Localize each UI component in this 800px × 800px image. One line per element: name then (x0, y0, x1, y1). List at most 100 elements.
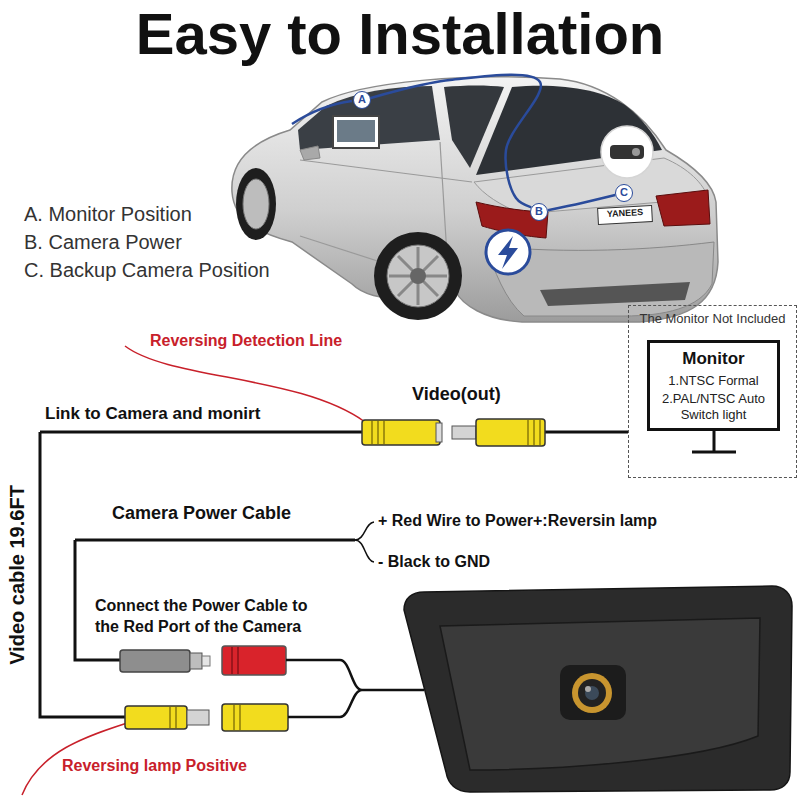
page-title: Easy to Installation (0, 2, 800, 66)
callout-letter: C (620, 186, 628, 199)
cable-length: Video cable 19.6FT (6, 485, 29, 665)
plate-text: YANEES (598, 207, 652, 220)
rca-female-yellow (222, 704, 288, 731)
rca-ridges (234, 705, 240, 730)
camera-lens-highlight (585, 686, 591, 692)
callout-letter: B (535, 205, 543, 218)
car-rim-hub (410, 268, 426, 284)
rca-ridges (372, 421, 384, 444)
power-split-black (355, 540, 374, 562)
video-out-cable (545, 431, 628, 434)
install-note: Connect the Power Cable to the Red Port … (95, 596, 325, 638)
camera-lead (286, 660, 424, 717)
car-side-skirt (300, 236, 455, 286)
license-plate (598, 206, 653, 225)
callout-circle: A (353, 91, 371, 109)
label-holder: A. Monitor Position (24, 203, 192, 226)
rca-ridges (528, 420, 540, 445)
legend-item: C. Backup Camera Position (24, 259, 270, 282)
car-taillight (656, 190, 710, 226)
car-body (232, 77, 718, 322)
rca-ridges (170, 707, 176, 728)
dc-socket-ridges (232, 647, 238, 674)
callout-circle: B (530, 203, 548, 221)
wire-note: - Black to GND (378, 553, 490, 571)
wire-note: Reversing lamp Positive (62, 757, 247, 775)
monitor-box: Monitor 1.NTSC Formal 2.PAL/NTSC Auto Swit… (647, 340, 780, 431)
rca-ring (436, 423, 442, 442)
legend-item: B. Camera Power (24, 231, 182, 254)
car-door-line (440, 142, 448, 272)
camera-lens-glass (585, 686, 599, 700)
monitor-thumbnail (333, 116, 379, 148)
label-holder: YANEES (598, 207, 652, 220)
monitor-heading: Monitor (654, 349, 773, 369)
car-trunk-lid (474, 158, 708, 214)
camera-housing (404, 586, 792, 792)
monitor-stand (684, 431, 744, 457)
monitor-stand-line (692, 431, 736, 452)
rca-male-yellow (476, 419, 545, 446)
power-cable (75, 540, 355, 660)
label-holder: - Black to GND (378, 553, 490, 571)
dc-socket-red (222, 646, 286, 675)
label-holder: Reversing Detection Line (150, 332, 342, 350)
callout-letter: A (358, 93, 366, 106)
cable-name: Link to Camera and monirt (45, 404, 260, 424)
wire-note: Reversing Detection Line (150, 332, 342, 350)
camera-recess (440, 618, 760, 770)
wire-route (292, 101, 352, 124)
label-holder: Reversing lamp Positive (62, 757, 247, 775)
title-holder: Easy to Installation (0, 2, 800, 66)
car-rear-side-window (444, 86, 504, 169)
node-text: 2.PAL/NTSC Auto Switch light (654, 391, 773, 422)
label-holder: Connect the Power Cable to the Red Port … (95, 596, 325, 638)
rca-male-yellow (125, 706, 187, 729)
label-holder: Video(out) (412, 384, 501, 405)
camera-thumbnail (610, 145, 644, 159)
car-belt-line (300, 160, 472, 182)
rca-female-yellow (362, 420, 440, 445)
car-front-wheel (236, 168, 276, 240)
dc-plug-tip (202, 656, 210, 666)
label-holder: Camera Power Cable (112, 503, 291, 524)
rca-tip-silver (187, 710, 209, 725)
camera-bubble (601, 126, 653, 178)
callout-circle: C (615, 184, 633, 202)
rca-tip-silver (452, 426, 476, 439)
car-rear-rim (387, 245, 449, 307)
monitor-area: The Monitor Not IncludedMonitor 1.NTSC Fo… (628, 305, 797, 478)
car-lower-grille (540, 282, 690, 306)
car-mirror (300, 146, 320, 160)
power-icon (486, 230, 530, 274)
monitor-thumbnail-screen (337, 120, 375, 142)
cable-name: Camera Power Cable (112, 503, 291, 524)
dc-plug-sleeve (190, 653, 202, 669)
car-rim-spokes (389, 247, 447, 305)
camera-lens-housing (560, 665, 626, 720)
label-holder: Video cable 19.6FT (6, 485, 29, 665)
car-rear-window (476, 86, 662, 175)
car-side-window (298, 86, 440, 150)
wire-route (548, 195, 615, 210)
label-holder: B. Camera Power (24, 231, 182, 254)
camera-lens (578, 679, 606, 707)
wire-note: + Red Wire to Power+:Reversin lamp (378, 512, 657, 530)
lightning-bolt (498, 236, 518, 269)
dc-plug-grey (120, 650, 190, 672)
car-front-rim (243, 179, 269, 229)
label-holder: C. Backup Camera Position (24, 259, 270, 282)
node-text: The Monitor Not Included (633, 311, 792, 327)
label-holder: Link to Camera and monirt (45, 404, 260, 424)
video-cable (40, 432, 362, 717)
label-holder: + Red Wire to Power+:Reversin lamp (378, 512, 657, 530)
node-text: 1.NTSC Formal (654, 373, 773, 389)
camera-lens-ring (572, 673, 612, 713)
power-split-red (355, 522, 374, 540)
signal-name: Video(out) (412, 384, 501, 405)
car-rear-wheel (374, 232, 462, 320)
wire-route (371, 75, 541, 208)
camera-thumbnail-lens (632, 148, 640, 156)
